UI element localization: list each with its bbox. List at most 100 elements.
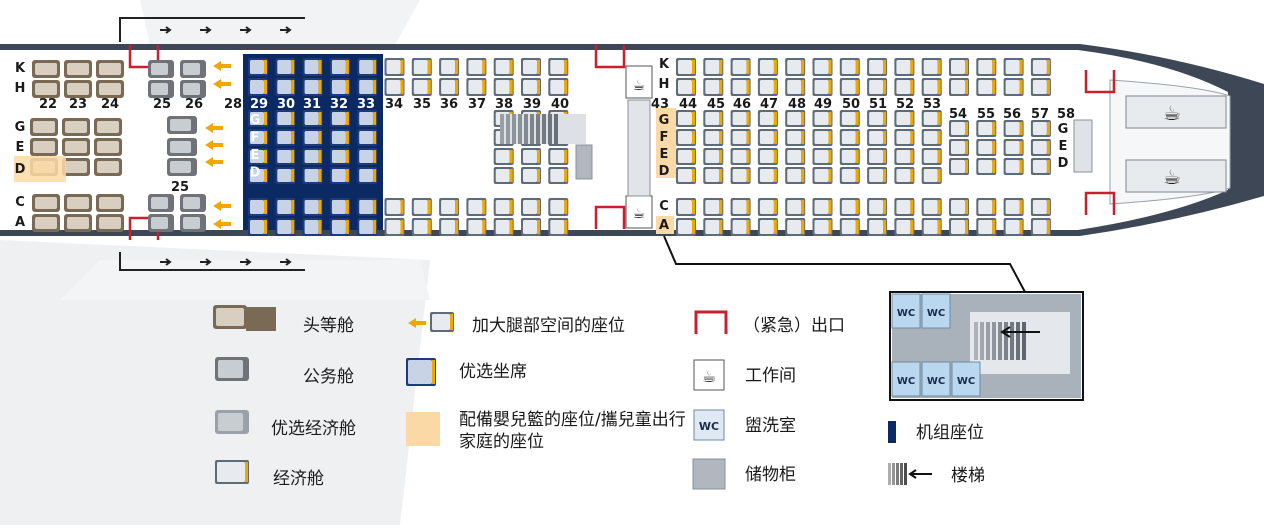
seat-accent	[564, 60, 568, 74]
seat-cushion	[787, 60, 802, 74]
seat-cushion	[218, 360, 243, 378]
economy-seat	[548, 198, 569, 216]
seat-accent	[855, 169, 859, 182]
seat-accent	[965, 141, 968, 154]
seat-accent	[291, 131, 295, 144]
economy-seat	[384, 58, 405, 76]
stairs-step	[986, 322, 990, 360]
legend-extra-legroom-label: 加大腿部空间的座位	[472, 316, 625, 336]
seat-accent	[910, 131, 914, 144]
economy-seat	[275, 148, 296, 165]
economy-seat	[1030, 139, 1051, 156]
seat-accent	[910, 169, 914, 182]
seat-cushion	[978, 122, 993, 135]
seat-accent	[801, 131, 805, 144]
seat-accent	[373, 60, 377, 74]
seat-accent	[773, 169, 777, 182]
seat-accent	[719, 80, 723, 94]
economy-seat	[676, 129, 696, 146]
seat-accent	[773, 112, 777, 125]
seat-accent	[855, 80, 859, 94]
seat-cushion	[923, 220, 938, 234]
legend-lavatory-icon	[693, 409, 725, 441]
boarding-path	[119, 252, 305, 271]
seat-letter: G	[1058, 122, 1069, 137]
seat-cushion	[732, 60, 747, 74]
seat-accent	[965, 160, 968, 173]
first-class-seat	[62, 118, 90, 136]
seat-accent	[719, 169, 723, 182]
seat-accent	[427, 60, 431, 74]
stairs-step	[998, 322, 1002, 360]
seat-accent	[482, 80, 486, 94]
direction-arrow	[240, 258, 252, 266]
economy-seat	[248, 78, 268, 96]
inset-stair-arrow	[1000, 326, 1040, 338]
seat-cushion	[896, 220, 911, 234]
seat-cushion	[923, 150, 938, 163]
economy-seat	[757, 218, 778, 236]
economy-seat	[839, 58, 860, 76]
row-number: 53	[923, 97, 941, 112]
economy-seat	[357, 198, 378, 216]
seat-accent	[746, 169, 750, 182]
stairs-step	[554, 114, 558, 144]
seat-accent	[427, 220, 431, 234]
seat-cushion	[814, 131, 829, 144]
seat-cushion	[705, 220, 720, 234]
first-class-seat	[64, 194, 92, 212]
seat-cushion	[468, 220, 483, 234]
seat-accent	[373, 200, 377, 214]
seat-cushion	[896, 112, 911, 125]
economy-seat	[894, 198, 915, 216]
legend-crew-seat-label: 机组座位	[916, 423, 984, 443]
legend-first-class-icon-extra	[246, 307, 276, 331]
seat-letter: E	[227, 141, 236, 156]
seat-accent	[345, 112, 349, 125]
seat-letter: G	[250, 113, 261, 128]
seat-cushion	[732, 131, 747, 144]
economy-seat	[439, 198, 460, 216]
seat-cushion	[678, 220, 692, 234]
row-number: 25	[153, 97, 171, 112]
economy-seat	[730, 78, 751, 96]
seat-accent	[910, 60, 914, 74]
economy-seat	[248, 110, 268, 127]
seat-letter: G	[226, 123, 237, 138]
first-class-seat	[64, 214, 92, 232]
economy-seat	[867, 110, 888, 127]
seat-cushion	[151, 197, 168, 209]
economy-seat	[521, 148, 541, 165]
seat-cushion	[923, 131, 938, 144]
seat-cushion	[951, 122, 965, 135]
economy-seat	[357, 58, 378, 76]
seat-cushion	[951, 220, 965, 234]
seat-cushion	[277, 131, 292, 144]
seat-letter: F	[660, 130, 669, 145]
seat-accent	[509, 80, 513, 94]
seat-accent	[373, 131, 377, 144]
economy-seat	[921, 198, 942, 216]
row-number: 24	[101, 97, 119, 112]
seat-accent	[937, 200, 941, 214]
economy-seat	[329, 129, 350, 146]
seat-accent	[773, 131, 777, 144]
seat-cushion	[869, 80, 884, 94]
galley-icon: ☕	[1163, 165, 1181, 189]
seat-accent	[937, 112, 941, 125]
seat-accent	[883, 112, 887, 125]
row-number: 45	[707, 97, 725, 112]
economy-seat	[757, 129, 778, 146]
economy-seat	[548, 167, 569, 184]
seat-accent	[345, 150, 349, 163]
seat-cushion	[35, 83, 57, 95]
economy-seat	[976, 139, 997, 156]
row-number: 47	[760, 97, 778, 112]
seat-cushion	[250, 112, 264, 125]
row-number: 54	[949, 107, 967, 122]
legend-galley-glyph: ☕	[702, 367, 716, 386]
economy-seat	[248, 167, 268, 184]
seat-cushion	[250, 220, 264, 234]
economy-seat	[921, 110, 942, 127]
seat-accent	[937, 60, 941, 74]
